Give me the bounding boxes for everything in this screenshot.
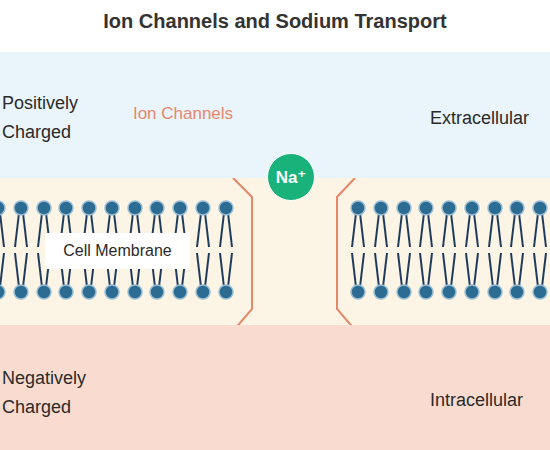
- diagram-title: Ion Channels and Sodium Transport: [0, 10, 550, 33]
- membrane-band: [0, 178, 550, 325]
- label-box: Cell Membrane: [45, 233, 190, 269]
- channel-wall: [233, 178, 252, 330]
- channel-wall: [337, 178, 355, 330]
- lipid-bilayer: [0, 201, 547, 299]
- region-label: Intracellular: [430, 386, 545, 415]
- membrane-label: Cell Membrane: [63, 242, 171, 260]
- intracellular-band: Negatively Charged Intracellular: [0, 325, 550, 450]
- region-label: Extracellular: [430, 104, 545, 133]
- charge-label: Positively Charged: [2, 89, 100, 147]
- channel-label: Ion Channels: [112, 104, 254, 124]
- ion-symbol: Na⁺: [276, 167, 307, 188]
- sodium-ion: Na⁺: [267, 153, 315, 201]
- charge-label: Negatively Charged: [2, 364, 100, 422]
